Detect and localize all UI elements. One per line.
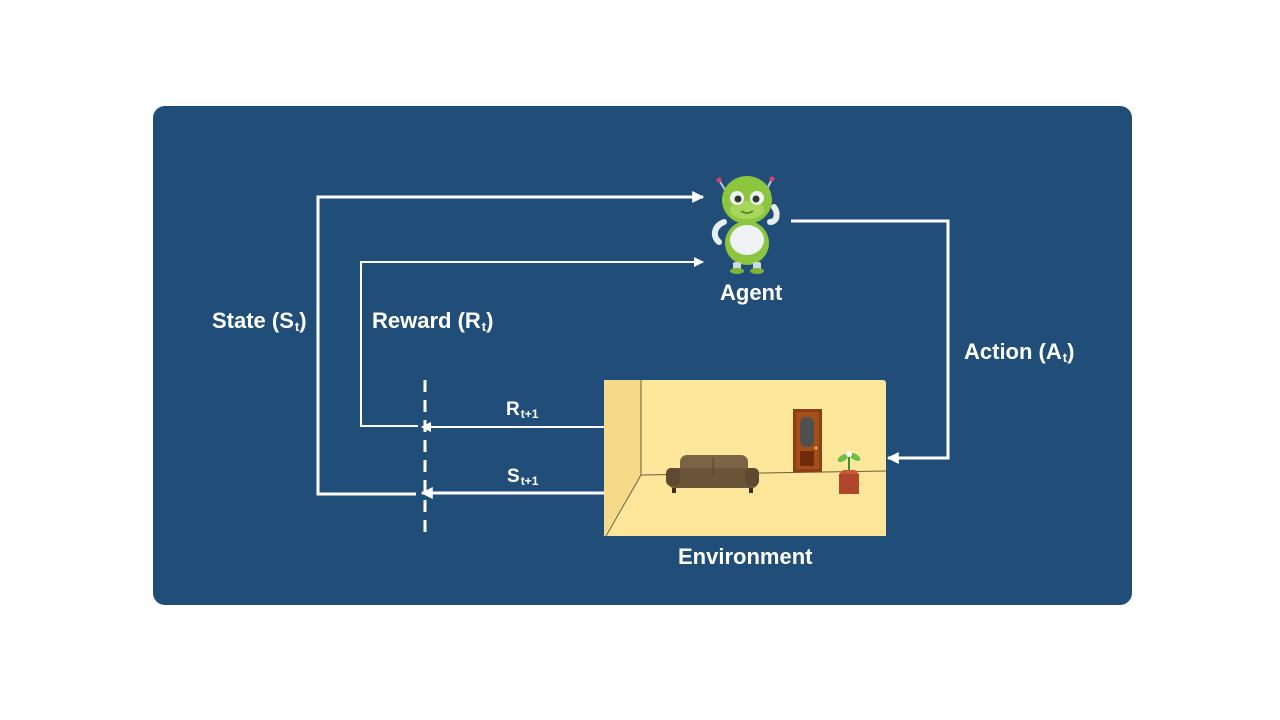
reward-arrow [360,257,704,427]
state-label: State (St) [212,308,307,334]
door-icon [793,409,822,472]
room-illustration [604,380,887,537]
plant-icon [837,451,861,494]
agent-label: Agent [720,280,783,305]
action-label: Action (At) [964,339,1075,365]
state-arrow [316,191,705,496]
sofa-icon [666,455,759,493]
reward-label: Reward (Rt) [372,308,494,334]
robot-icon [711,176,780,274]
action-arrow [791,219,950,464]
next-reward-label: Rt+1 [506,399,539,421]
next-state-label: St+1 [507,466,539,488]
environment-label: Environment [678,544,813,569]
